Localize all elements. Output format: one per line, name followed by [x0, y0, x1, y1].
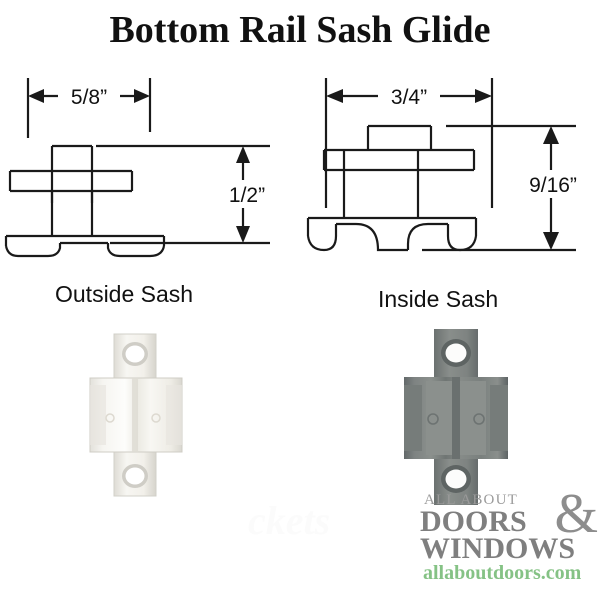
inside-sash-glide-photo [388, 327, 548, 507]
dim-arrow-left [28, 89, 44, 103]
height-dimension-label: 9/16” [529, 174, 577, 197]
caption-outside-sash: Outside Sash [55, 281, 194, 307]
dim-arrow-up [543, 126, 559, 144]
dim-arrow-up [236, 146, 250, 163]
logo-website-url[interactable]: allaboutdoors.com [423, 562, 582, 584]
outside-sash-diagram: 5/8” [0, 60, 290, 260]
dim-arrow-down [543, 232, 559, 250]
page-title: Bottom Rail Sash Glide [109, 9, 491, 51]
caption-inside-sash: Inside Sash [378, 286, 499, 312]
logo-line-windows: WINDOWS [420, 532, 576, 565]
dim-arrow-down [236, 226, 250, 243]
logo-ampersand: & [554, 483, 598, 545]
inside-sash-diagram: 3/4” [300, 58, 600, 263]
dim-arrow-left [326, 89, 343, 103]
watermark-text: ckets [248, 498, 331, 543]
logo-line-all-about: ALL ABOUT [424, 492, 518, 508]
company-logo[interactable]: ALL ABOUT DOORS & WINDOWS allaboutdoors.… [420, 486, 598, 592]
logo-line-doors: DOORS [420, 505, 527, 538]
width-dimension-label: 3/4” [391, 86, 427, 109]
outside-sash-glide-photo [70, 330, 230, 500]
dim-arrow-right [134, 89, 150, 103]
width-dimension-label: 5/8” [71, 86, 107, 109]
dim-arrow-right [475, 89, 492, 103]
height-dimension-label: 1/2” [229, 184, 265, 207]
